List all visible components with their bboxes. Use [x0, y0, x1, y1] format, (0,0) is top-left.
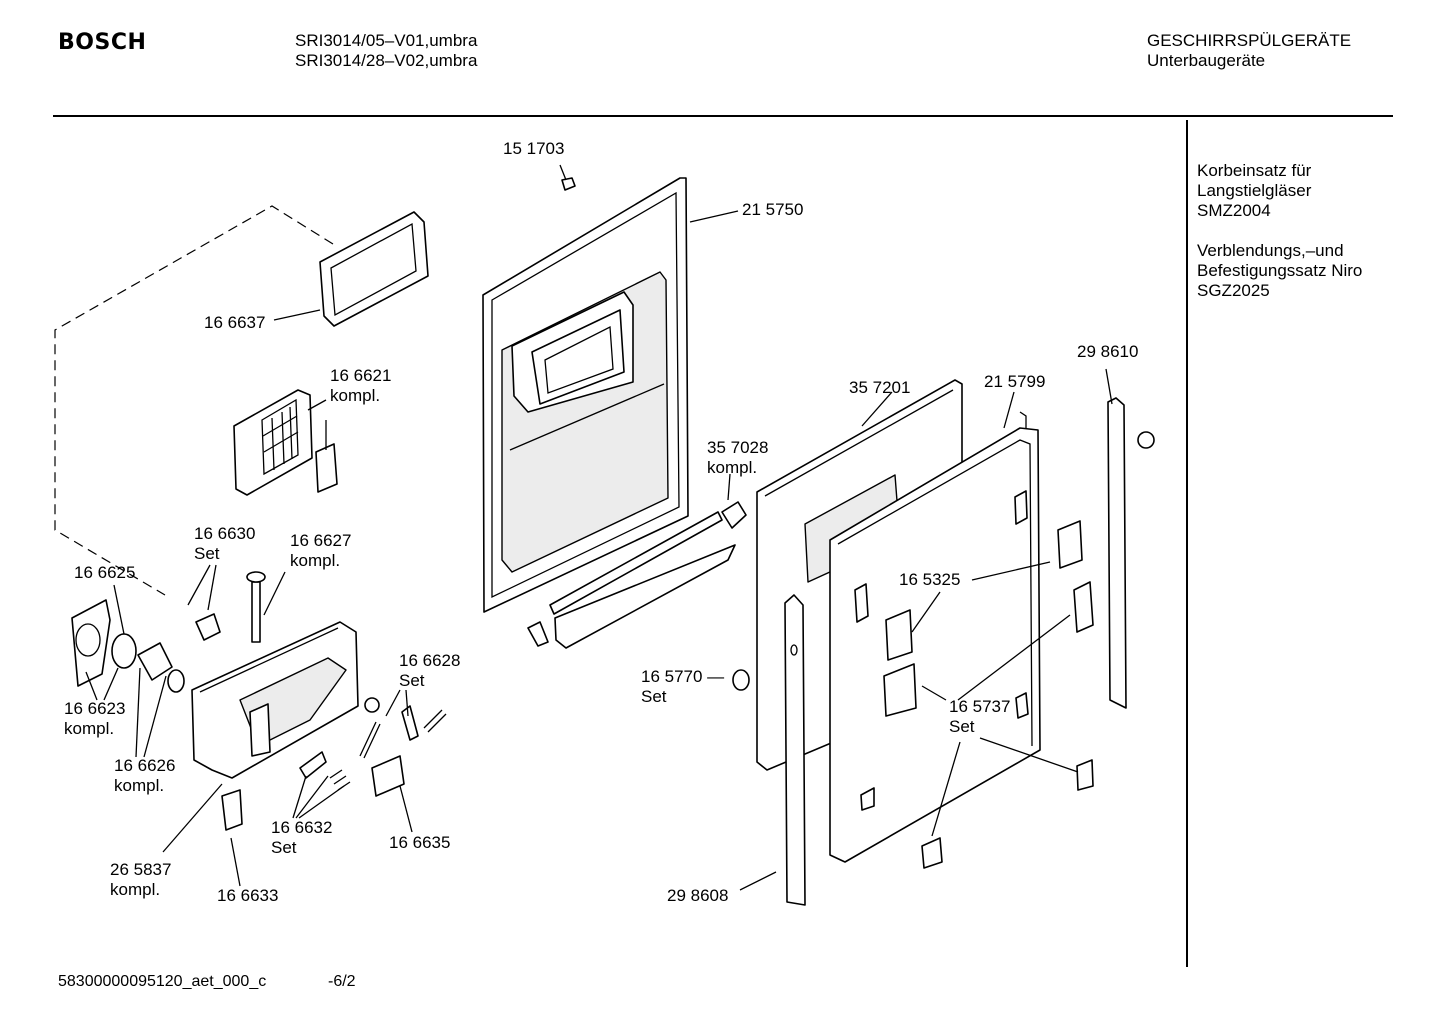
accessory-line: Langstielgläser	[1197, 181, 1312, 200]
part-label-166625: 16 6625	[74, 563, 135, 582]
brand-logo: BOSCH	[58, 30, 147, 55]
document-id: 58300000095120_aet_000_c	[58, 973, 267, 990]
accessory-line: Befestigungssatz Niro	[1197, 261, 1363, 280]
assembly-dashed-line	[54, 205, 334, 596]
accessory-panel-kit: Verblendungs,–und Befestigungssatz Niro …	[1197, 241, 1362, 301]
hinge-rail	[527, 501, 747, 649]
part-label-165325: 16 5325	[899, 570, 960, 589]
sealing-rings	[111, 633, 185, 693]
accessory-line: SGZ2025	[1197, 281, 1270, 300]
part-label-357201: 35 7201	[849, 378, 910, 397]
detergent-dispenser	[191, 621, 359, 779]
part-label-166637: 16 6637	[204, 313, 265, 332]
category-line-1: GESCHIRRSPÜLGERÄTE	[1147, 31, 1352, 50]
accessory-line: Korbeinsatz für	[1197, 161, 1312, 180]
part-label-215750: 21 5750	[742, 200, 803, 219]
side-trim-left	[784, 594, 806, 906]
filter-assembly	[233, 389, 338, 496]
appliance-category: GESCHIRRSPÜLGERÄTE Unterbaugeräte	[1147, 31, 1351, 71]
model-line-1: SRI3014/05–V01,umbra	[295, 31, 478, 50]
model-line-2: SRI3014/28–V02,umbra	[295, 51, 478, 70]
bracket-set-lower	[883, 581, 1094, 869]
header-divider	[53, 115, 1393, 117]
part-label-165770: 16 5770 —Set	[641, 667, 724, 706]
leader-lines	[85, 164, 1113, 891]
part-label-166635: 16 6635	[389, 833, 450, 852]
category-line-2: Unterbaugeräte	[1147, 51, 1266, 70]
inner-door-panel	[482, 177, 689, 613]
page-number: -6/2	[328, 973, 356, 990]
front-door-panel	[829, 411, 1041, 863]
accessory-line: SMZ2004	[1197, 201, 1271, 220]
part-label-298608: 29 8608	[667, 886, 728, 905]
side-panel-divider	[1186, 120, 1188, 967]
part-label-166633: 16 6633	[217, 886, 278, 905]
part-label-298610: 29 8610	[1077, 342, 1138, 361]
small-parts	[195, 571, 419, 831]
filter-frame	[319, 211, 429, 327]
bracket-set-upper	[885, 520, 1083, 661]
accessory-glass-basket: Korbeinsatz für Langstielgläser SMZ2004	[1197, 161, 1311, 221]
screw-part	[561, 177, 576, 191]
side-trim-right	[1107, 397, 1127, 709]
model-numbers: SRI3014/05–V01,umbra SRI3014/28–V02,umbr…	[295, 31, 477, 71]
rinse-aid-cap	[71, 599, 111, 687]
end-cap	[1137, 431, 1155, 449]
part-label-215799: 21 5799	[984, 372, 1045, 391]
accessory-line: Verblendungs,–und	[1197, 241, 1344, 260]
round-buffer	[732, 669, 750, 691]
part-label-151703: 15 1703	[503, 139, 564, 158]
